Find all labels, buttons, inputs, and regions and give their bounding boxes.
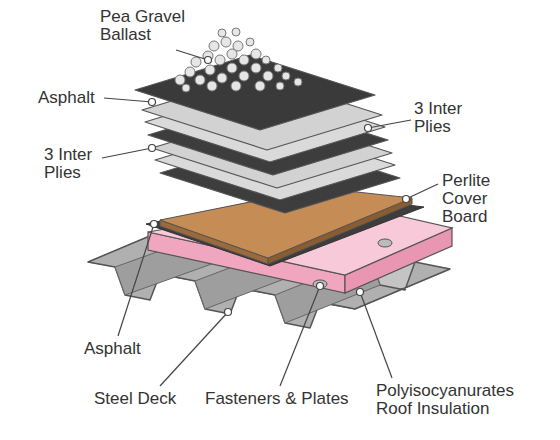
part-label: 3 Inter Plies: [414, 100, 482, 136]
asphalt-layer: [135, 55, 375, 130]
part-label: 3 Inter Plies: [44, 146, 112, 182]
part-label: Fasteners & Plates: [205, 390, 349, 408]
pea-gravel: [175, 28, 302, 92]
part-label: Perlite Cover Board: [442, 172, 514, 226]
leader-lines: [102, 50, 438, 386]
leader-dots: [149, 57, 410, 316]
fastener-plate: [378, 239, 392, 247]
part-label: Steel Deck: [94, 390, 176, 408]
part-label: Asphalt: [38, 89, 95, 107]
part-label: Asphalt: [84, 340, 141, 358]
ply-stack: [135, 55, 400, 213]
part-label: Pea Gravel Ballast: [100, 8, 200, 44]
part-label: Polyisocyanurates Roof Insulation: [376, 382, 546, 418]
